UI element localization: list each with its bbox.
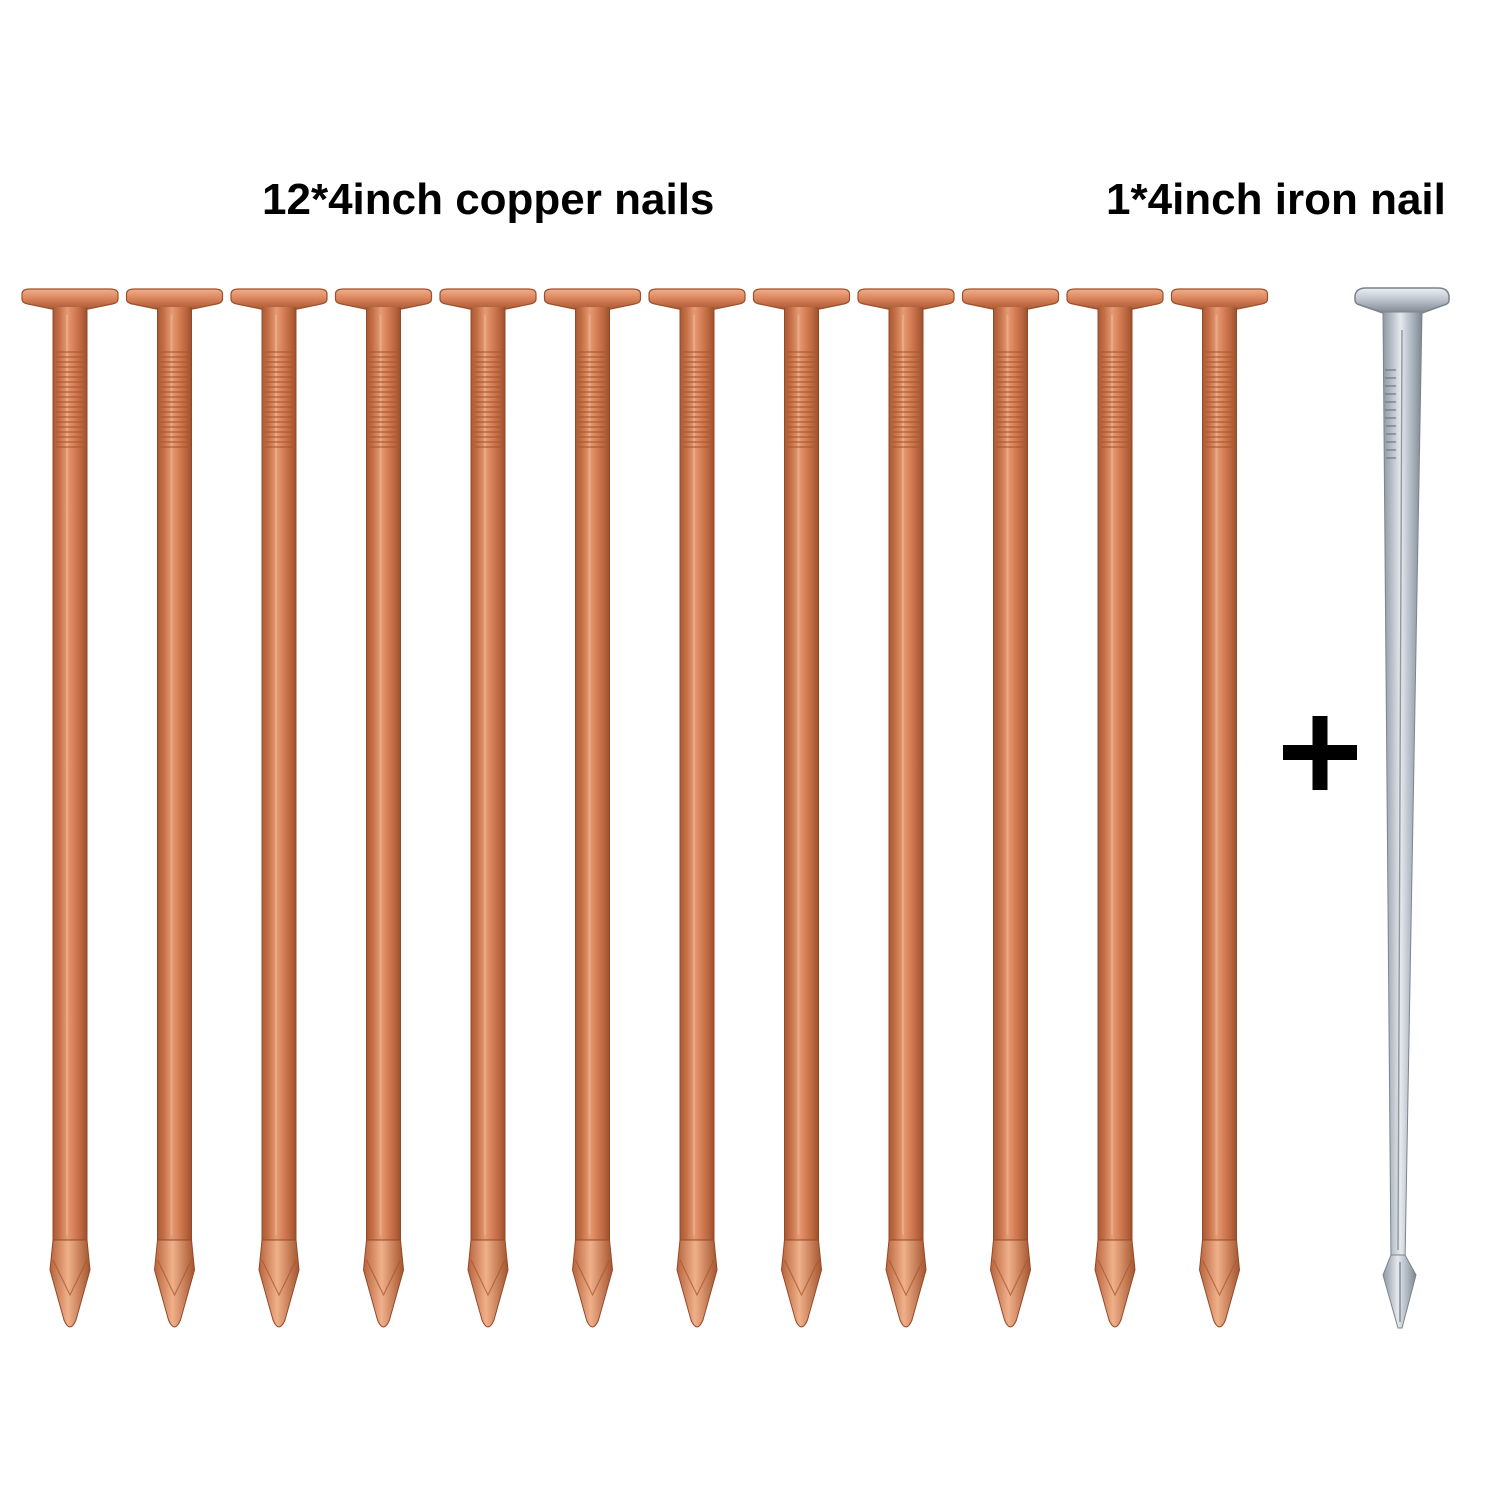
iron-nail [1354,287,1450,1329]
copper-nail [648,288,746,1328]
copper-nail [857,288,955,1328]
copper-nail [125,288,224,1328]
copper-nails-label: 12*4inch copper nails [262,175,715,224]
copper-nail [543,288,642,1328]
copper-nail [230,288,328,1328]
copper-nail [1066,288,1164,1328]
copper-nails-group [21,288,1269,1328]
copper-nail [21,288,119,1328]
copper-nail [334,288,433,1328]
iron-nail-label: 1*4inch iron nail [1106,175,1446,224]
copper-nail [439,288,537,1328]
copper-nail [961,288,1060,1328]
plus-icon [1283,716,1357,790]
copper-nail [1170,288,1269,1328]
copper-nail [752,288,851,1328]
